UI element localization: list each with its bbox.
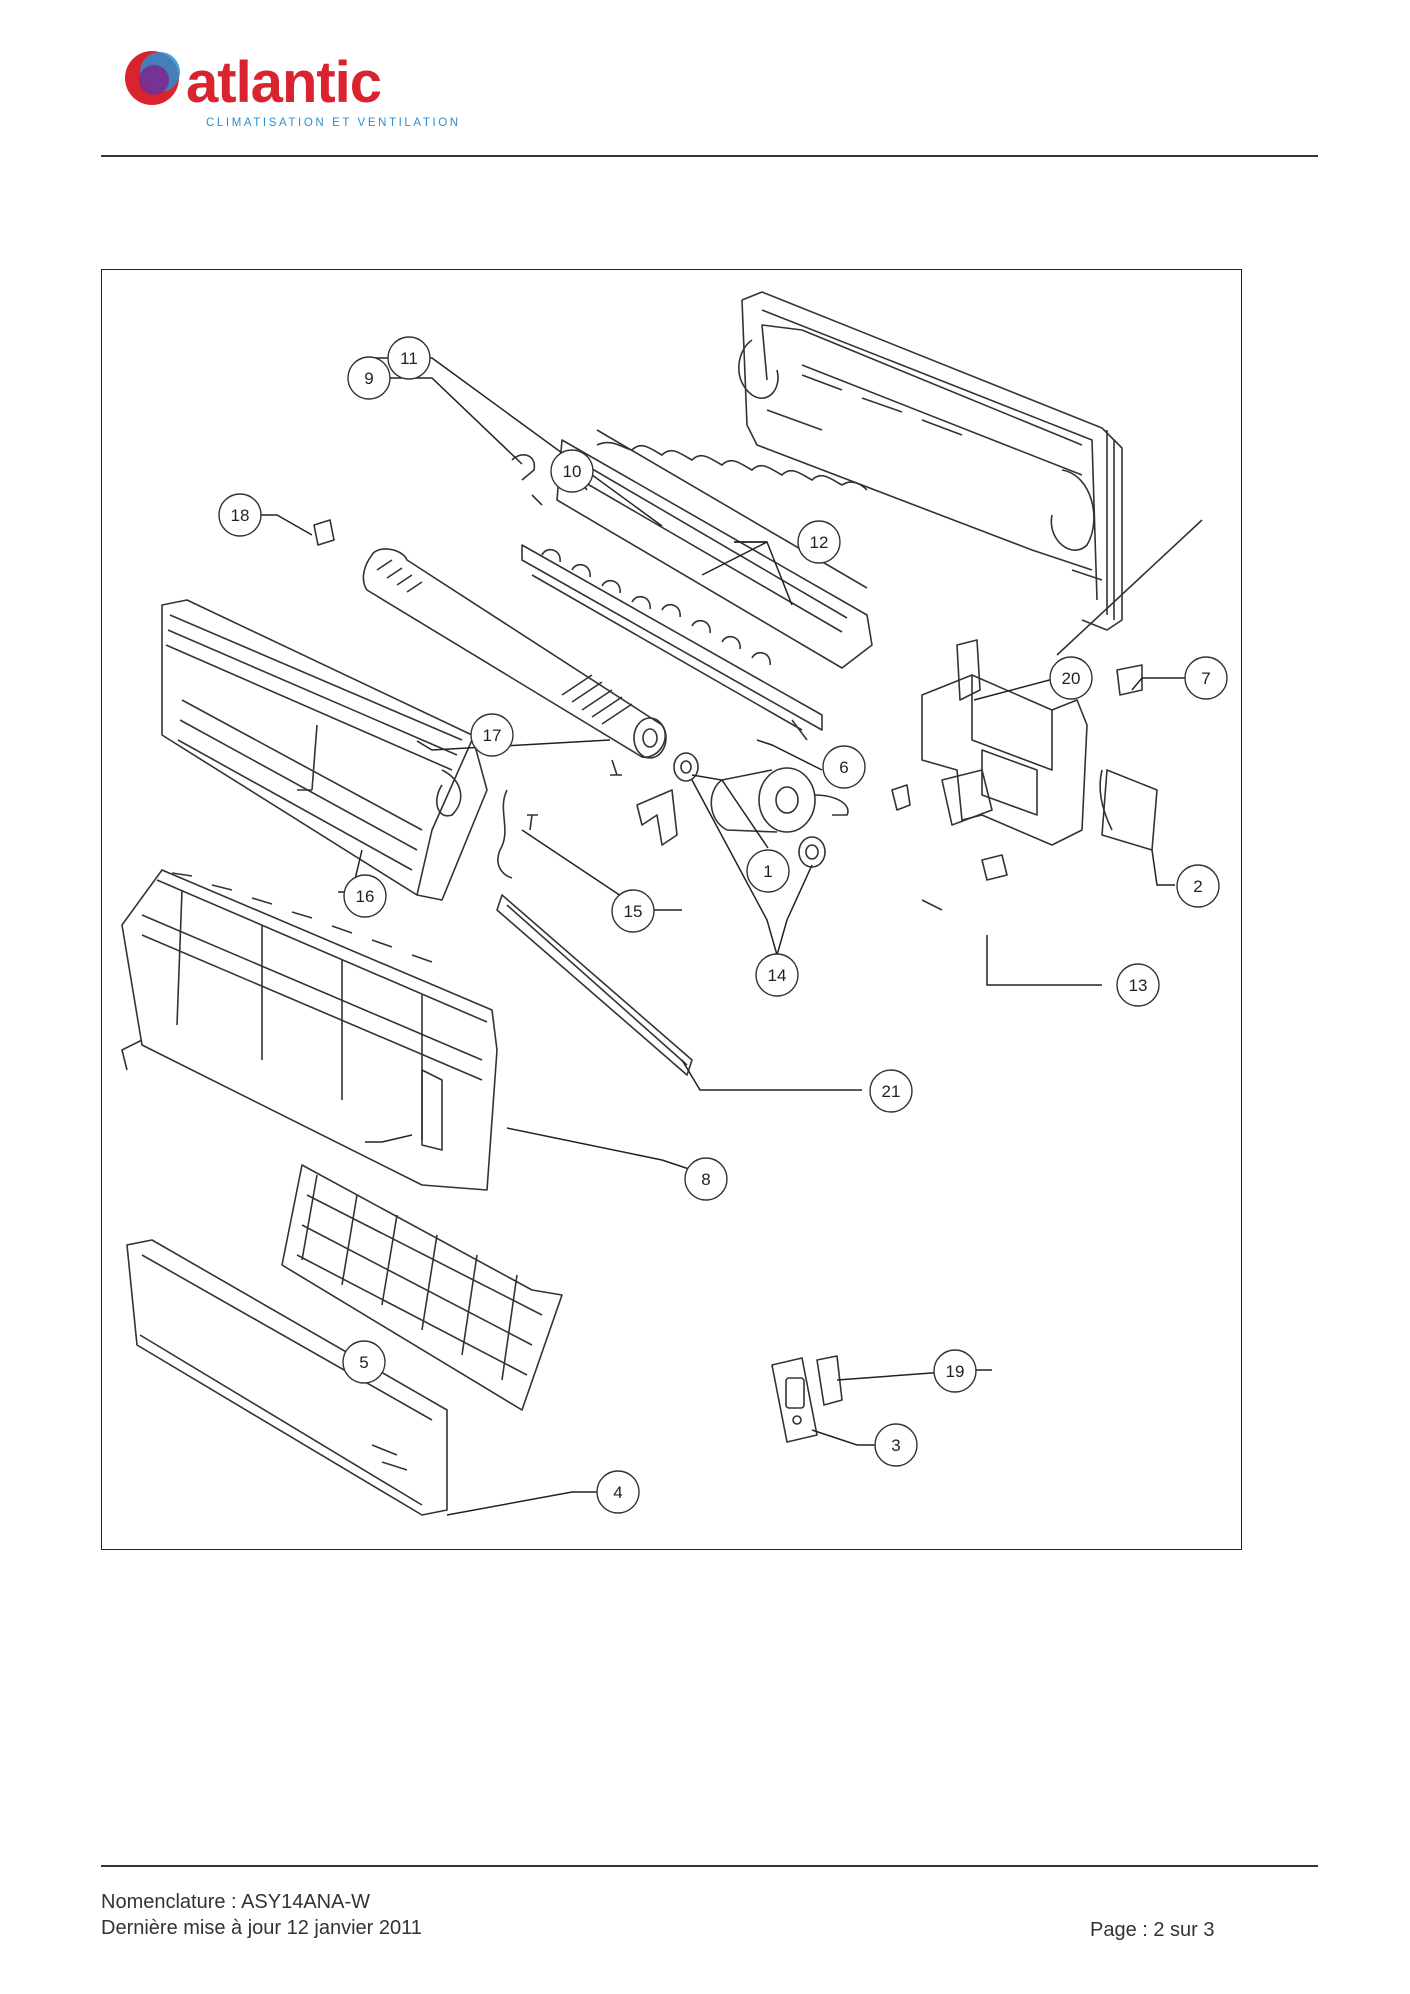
callout-circle — [874, 1423, 918, 1467]
callout-number: 17 — [483, 726, 502, 745]
evaporator-drawing — [556, 429, 873, 669]
header-rule — [101, 155, 1318, 157]
callout-circle — [387, 336, 431, 380]
callout-number: 8 — [701, 1170, 710, 1189]
callout-number: 7 — [1201, 669, 1210, 688]
callout-14: 14 — [755, 953, 799, 997]
front-grille-drawing — [161, 599, 488, 901]
callout-circle — [1176, 864, 1220, 908]
callout-number: 10 — [563, 462, 582, 481]
footer-rule — [101, 1865, 1318, 1867]
callout-9: 9 — [347, 356, 391, 400]
callout-circle — [869, 1069, 913, 1113]
callout-6: 6 — [822, 745, 866, 789]
callout-number: 15 — [624, 902, 643, 921]
callout-number: 11 — [400, 349, 418, 368]
callout-number: 5 — [359, 1353, 368, 1372]
front-panel-drawing — [126, 1239, 448, 1516]
callout-16: 16 — [343, 874, 387, 918]
callout-number: 16 — [356, 887, 375, 906]
callout-circle — [684, 1157, 728, 1201]
callout-circle — [933, 1349, 977, 1393]
callout-5: 5 — [342, 1340, 386, 1384]
callout-circle — [822, 745, 866, 789]
callout-number: 1 — [763, 862, 772, 881]
small-parts-drawing — [313, 454, 911, 879]
callout-10: 10 — [550, 449, 594, 493]
louver-drawing — [496, 894, 693, 1076]
callout-circle — [343, 874, 387, 918]
rear-chassis-drawing — [738, 291, 1123, 631]
callout-circle — [746, 849, 790, 893]
callout-11: 11 — [387, 336, 431, 380]
brand-mark-icon: atlantic CLIMATISATION ET VENTILATION — [125, 50, 461, 129]
nomenclature-text: Nomenclature : ASY14ANA-W — [101, 1891, 370, 1913]
remote-control-drawing — [771, 1355, 843, 1443]
air-inlet-frame-drawing — [121, 869, 498, 1191]
callout-19: 19 — [933, 1349, 977, 1393]
callout-13: 13 — [1116, 963, 1160, 1007]
callout-number: 19 — [946, 1362, 965, 1381]
callout-20: 20 — [1049, 656, 1093, 700]
brand-name: atlantic — [186, 50, 381, 115]
callout-1: 1 — [746, 849, 790, 893]
callout-number: 20 — [1062, 669, 1081, 688]
callout-number: 9 — [364, 369, 373, 388]
callout-2: 2 — [1176, 864, 1220, 908]
drain-pan-drawing — [521, 544, 823, 741]
callout-12: 12 — [797, 520, 841, 564]
callout-number: 13 — [1129, 976, 1148, 995]
callout-21: 21 — [869, 1069, 913, 1113]
callout-number: 18 — [231, 506, 250, 525]
brand-tagline: CLIMATISATION ET VENTILATION — [206, 117, 461, 129]
callout-number: 4 — [613, 1483, 622, 1502]
callout-number: 14 — [768, 966, 787, 985]
callout-circle — [550, 449, 594, 493]
motor-clamp-drawing — [636, 789, 678, 846]
callout-number: 12 — [810, 533, 829, 552]
callout-circle — [470, 713, 514, 757]
callout-circle — [611, 889, 655, 933]
callout-15: 15 — [611, 889, 655, 933]
callout-number: 2 — [1193, 877, 1202, 896]
callout-8: 8 — [684, 1157, 728, 1201]
callout-17: 17 — [470, 713, 514, 757]
callout-circle — [342, 1340, 386, 1384]
air-filter-drawing — [281, 1164, 563, 1411]
callout-circle — [1184, 656, 1228, 700]
callout-circle — [1049, 656, 1093, 700]
callout-number: 21 — [882, 1082, 901, 1101]
callout-7: 7 — [1184, 656, 1228, 700]
callout-circle — [1116, 963, 1160, 1007]
cross-flow-fan-drawing — [362, 548, 667, 776]
fan-motor-drawing — [673, 752, 849, 868]
callout-circle — [347, 356, 391, 400]
callout-circle — [797, 520, 841, 564]
last-update-text: Dernière mise à jour 12 janvier 2011 — [101, 1917, 422, 1939]
callout-number: 6 — [839, 758, 848, 777]
electrical-box-drawing — [921, 519, 1203, 911]
page-number-text: Page : 2 sur 3 — [1090, 1919, 1215, 1941]
part-drawings — [121, 291, 1203, 1516]
atlantic-logo: atlantic CLIMATISATION ET VENTILATION — [118, 42, 488, 134]
callout-circle — [218, 493, 262, 537]
callout-number: 3 — [891, 1436, 900, 1455]
callout-4: 4 — [596, 1470, 640, 1514]
callout-circle — [755, 953, 799, 997]
callout-18: 18 — [218, 493, 262, 537]
callout-3: 3 — [874, 1423, 918, 1467]
callout-circle — [596, 1470, 640, 1514]
